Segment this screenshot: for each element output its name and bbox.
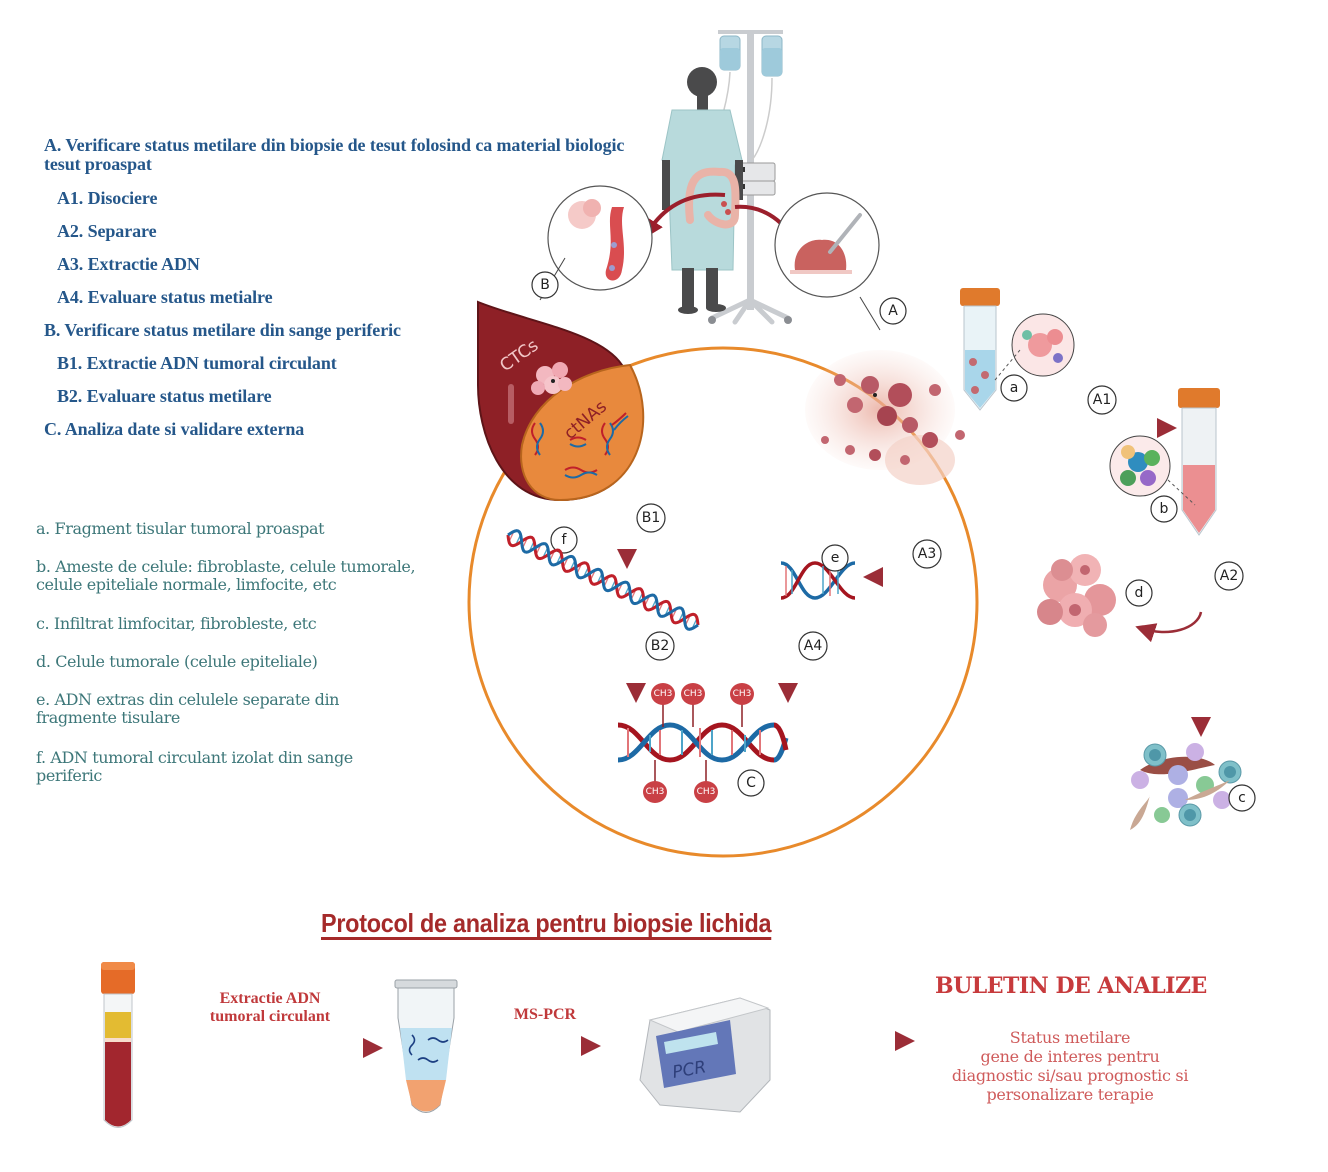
- badge-b-small: b: [1150, 495, 1178, 523]
- key-item-c: c. Infiltrat limfocitar, fibrobleste, et…: [36, 614, 317, 633]
- legend-step-c: C. Analiza date si validare externa: [44, 419, 305, 439]
- step-extraction-line2: tumoral circulant: [209, 1008, 331, 1025]
- badge-a3: A3: [912, 539, 942, 569]
- protocol-flow: PCR: [101, 962, 915, 1128]
- tube-a-fresh-tissue: [960, 288, 1075, 411]
- key-item-b: b. Ameste de celule: fibroblaste, celule…: [36, 557, 416, 594]
- lymphocyte-infiltrate: [1130, 743, 1242, 830]
- tumor-tissue: [805, 350, 965, 485]
- colon-icon: [685, 167, 740, 229]
- legend-step-a: A. Verificare status metilare din biopsi…: [44, 135, 625, 174]
- methyl-label: CH3: [654, 689, 673, 699]
- bulletin-description: Status metilare gene de interes pentru d…: [910, 1028, 1230, 1104]
- dna-c-base-pairs: [627, 728, 761, 757]
- blood-drop: CTCs ctNAs: [476, 300, 645, 502]
- svg-text:e: e: [831, 550, 840, 566]
- methyl-group: [694, 781, 718, 803]
- badge-e: e: [821, 544, 849, 572]
- svg-text:c: c: [1238, 790, 1246, 806]
- svg-text:C: C: [746, 775, 756, 791]
- pcr-machine: PCR: [639, 997, 771, 1113]
- key-item-a: a. Fragment tisular tumoral proaspat: [36, 519, 325, 538]
- blood-vessel-zoom: [539, 185, 653, 301]
- step-ms-pcr-label: MS-PCR: [513, 1006, 577, 1023]
- methyl-label: CH3: [733, 689, 752, 699]
- svg-text:b: b: [1160, 501, 1169, 517]
- arrow-to-blood: [643, 192, 726, 239]
- methyl-groups: CH3 CH3 CH3 CH3 CH3: [643, 683, 754, 803]
- patient-illustration: [661, 30, 792, 325]
- bulletin-line: Status metilare: [1009, 1028, 1131, 1047]
- ctc-cluster: [531, 362, 572, 395]
- svg-text:f: f: [562, 532, 568, 548]
- badge-b2: B2: [645, 631, 675, 661]
- svg-text:B1: B1: [642, 510, 661, 526]
- patient-gown: [661, 109, 743, 271]
- legend-step-b: B. Verificare status metilare din sange …: [44, 320, 401, 340]
- svg-text:A2: A2: [1220, 568, 1238, 584]
- blood-collection-tube: [101, 962, 135, 1128]
- methyl-group: [643, 781, 667, 803]
- dna-strand-blue: [507, 529, 699, 631]
- methyl-label: CH3: [646, 787, 665, 797]
- bulletin-line: diagnostic si/sau prognostic si: [951, 1066, 1189, 1085]
- dna-c-methylated: CH3 CH3 CH3 CH3 CH3: [617, 683, 789, 803]
- bulletin-title: BULETIN DE ANALIZE: [935, 973, 1207, 999]
- svg-text:A: A: [888, 303, 898, 319]
- bulletin-line: gene de interes pentru: [980, 1047, 1160, 1066]
- badge-c-small: c: [1228, 784, 1256, 812]
- methyl-group: [651, 683, 675, 705]
- legend-step-b2: B2. Evaluare status metilare: [57, 386, 272, 406]
- badge-c: C: [737, 769, 765, 797]
- legend-step-a3: A3. Extractie ADN: [57, 254, 200, 274]
- svg-text:d: d: [1135, 585, 1144, 601]
- legend-step-a2: A2. Separare: [57, 221, 157, 241]
- legend-step-a4: A4. Evaluare status metialre: [57, 287, 273, 307]
- protocol-title: Protocol de analiza pentru biopsie lichi…: [321, 908, 772, 938]
- badge-a2: A2: [1214, 561, 1244, 591]
- workflow-diagram: CTCs ctNAs: [467, 30, 1256, 858]
- step-extraction-label: Extractie ADN tumoral circulant: [185, 990, 355, 1026]
- patient-head: [687, 67, 717, 97]
- badge-f: f: [550, 526, 578, 554]
- key-item-d: d. Celule tumorale (celule epiteliale): [36, 652, 318, 671]
- ctdna-fragments: [531, 412, 629, 479]
- badges: B A a A1 b B1 f e A3 A2 d B2 A4 C c: [531, 271, 1256, 812]
- methyl-group: [730, 683, 754, 705]
- badge-b1: B1: [636, 503, 666, 533]
- methyl-label: CH3: [684, 689, 703, 699]
- methyl-label: CH3: [697, 787, 716, 797]
- legend-step-a1: A1. Disociere: [57, 188, 158, 208]
- dna-e-extracted: [780, 561, 856, 600]
- dna-f-helix: [506, 529, 700, 631]
- badge-a-small: a: [1000, 374, 1028, 402]
- svg-text:A3: A3: [918, 546, 936, 562]
- bulletin-line: personalizare terapie: [986, 1085, 1154, 1104]
- tumor-cells-cluster: [1037, 554, 1116, 637]
- svg-text:A4: A4: [804, 638, 823, 654]
- eppendorf-tube: [394, 979, 458, 1113]
- scalpel-icon: [828, 213, 862, 254]
- step-extraction-line1: Extractie ADN: [219, 990, 321, 1007]
- tube-b-cell-mix: [1109, 388, 1220, 536]
- methyl-group: [681, 683, 705, 705]
- badge-a: A: [879, 297, 907, 325]
- analysis-circle: [467, 346, 979, 858]
- dna-in-tube: [408, 1034, 449, 1063]
- svg-text:B: B: [540, 277, 550, 293]
- badge-d: d: [1125, 579, 1153, 607]
- arrow-a2-to-d: [1135, 611, 1203, 643]
- key-item-f: f. ADN tumoral circulant izolat din sang…: [36, 748, 353, 785]
- badge-a4: A4: [798, 631, 828, 661]
- svg-text:B2: B2: [651, 638, 670, 654]
- svg-text:a: a: [1010, 380, 1019, 396]
- ctnas-region: [520, 363, 645, 502]
- tissue-biopsy-zoom: [774, 192, 881, 331]
- key-item-e: e. ADN extras din celulele separate din …: [36, 690, 340, 727]
- badge-a1: A1: [1087, 385, 1117, 415]
- legend-step-b1: B1. Extractie ADN tumoral circulant: [57, 353, 337, 373]
- badge-b: B: [531, 271, 559, 299]
- svg-text:A1: A1: [1093, 392, 1111, 408]
